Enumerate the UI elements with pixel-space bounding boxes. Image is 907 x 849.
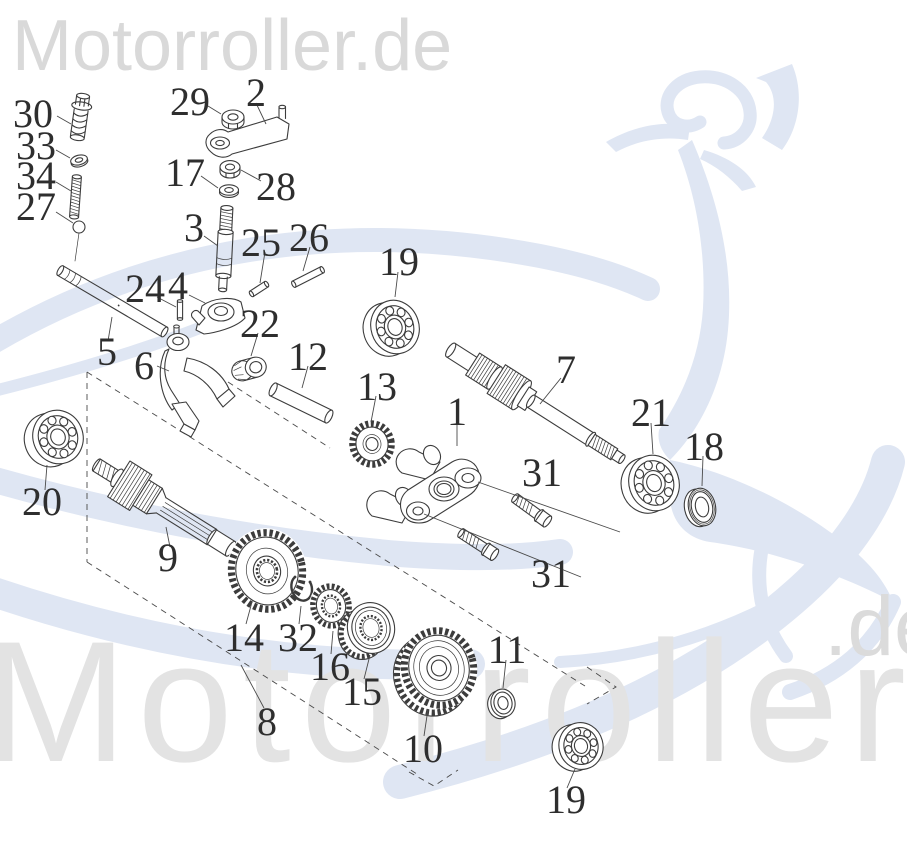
part-31-bolt-lower <box>457 528 500 561</box>
brand-bird-icon <box>0 64 905 799</box>
part-27-ball <box>72 220 86 234</box>
dashed-line-diagonal <box>86 371 586 687</box>
axis-ball-to-shaft <box>74 232 80 262</box>
bolt-axis-upper <box>477 481 621 533</box>
part-19-bearing-bottom <box>551 722 604 772</box>
part-15-sliding-gear <box>337 602 396 660</box>
part-14-gear <box>226 528 308 614</box>
part-1-bracket <box>366 444 482 524</box>
part-21-bearing <box>620 454 680 514</box>
part-5-shaft <box>56 265 169 338</box>
part-26-pin <box>291 266 325 288</box>
dashed-chevron-bottom <box>408 769 459 787</box>
part-10-gear <box>392 627 478 717</box>
part-30-bolt <box>69 92 93 142</box>
part-7-main-shaft <box>445 342 626 465</box>
bolt-axis-lower <box>423 513 582 578</box>
part-32-circlip <box>290 575 314 602</box>
part-34-stud <box>69 174 82 220</box>
part-20-bearing <box>23 409 84 468</box>
part-6-shift-fork <box>159 324 236 438</box>
part-9-gear-shaft <box>91 458 237 557</box>
part-22-bushing <box>231 356 267 382</box>
part-25-pin <box>248 280 270 298</box>
part-24-pin <box>176 299 184 321</box>
part-13-gear <box>348 420 396 468</box>
part-11-washer <box>487 688 516 720</box>
part-28-nut <box>219 160 241 179</box>
part-29-nut <box>221 109 245 130</box>
part-3-shaft <box>215 205 234 293</box>
part-31-bolt-upper <box>511 493 553 528</box>
part-19-bearing-top <box>362 299 420 357</box>
watermark-top-text: Motorroller.de <box>12 6 453 86</box>
part-2-shift-arm <box>205 104 290 158</box>
watermark-corner-text: .de <box>824 579 907 673</box>
leader-lines <box>44 102 704 789</box>
dashed-chevron-right <box>586 666 617 705</box>
part-17-washer <box>218 184 240 198</box>
part-33-washer <box>70 154 89 168</box>
part-4-cam-plate <box>191 297 246 335</box>
construction-lines <box>86 371 617 787</box>
part-12-pin <box>268 382 334 424</box>
part-18-seal-ring <box>683 487 717 528</box>
part-16-gear <box>309 582 353 630</box>
dashed-line-short <box>227 381 331 449</box>
